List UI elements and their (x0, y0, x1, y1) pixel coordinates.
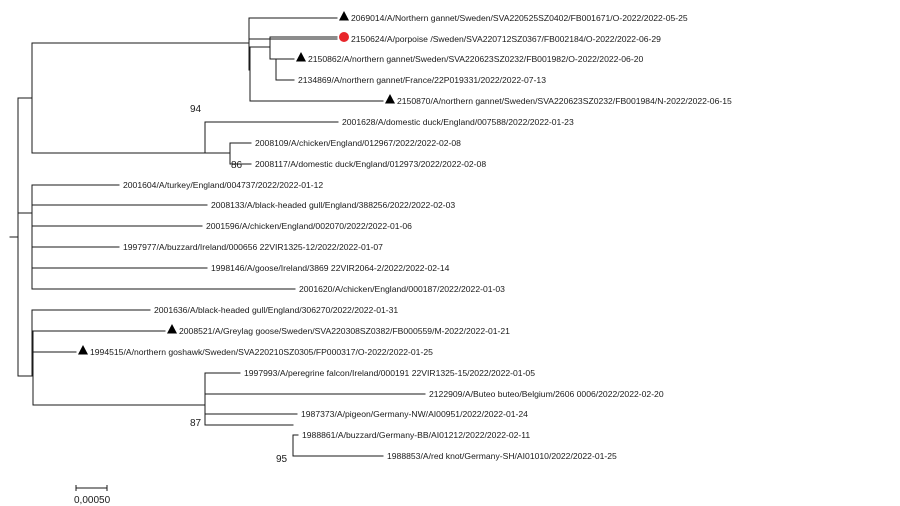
scale-bar-label: 0,00050 (74, 495, 111, 506)
triangle-marker-icon (385, 94, 395, 104)
leaf-label: 1987373/A/pigeon/Germany-NW/AI00951/2022… (301, 409, 528, 419)
triangle-marker-icon (296, 52, 306, 62)
triangle-marker-icon (167, 324, 177, 334)
leaf-label: 2150870/A/northern gannet/Sweden/SVA2206… (397, 96, 732, 106)
leaf-label: 1988861/A/buzzard/Germany-BB/AI01212/202… (302, 430, 530, 440)
leaf-markers (78, 11, 395, 355)
leaf-label: 1988853/A/red knot/Germany-SH/AI01010/20… (387, 451, 617, 461)
leaf-labels: 2069014/A/Northern gannet/Sweden/SVA2205… (90, 13, 732, 461)
bootstrap-support-label: 86 (231, 160, 243, 171)
leaf-label: 2001628/A/domestic duck/England/007588/2… (342, 117, 574, 127)
scale-bar: 0,00050 (74, 485, 111, 506)
leaf-label: 1997993/A/peregrine falcon/Ireland/00019… (244, 368, 535, 378)
support-labels: 94 86 87 95 (190, 104, 288, 465)
triangle-marker-icon (78, 345, 88, 355)
leaf-label: 2150624/A/porpoise /Sweden/SVA220712SZ03… (351, 34, 661, 44)
bootstrap-support-label: 87 (190, 418, 202, 429)
leaf-label: 2134869/A/northern gannet/France/22P0193… (298, 75, 546, 85)
leaf-label: 2001596/A/chicken/England/002070/2022/20… (206, 221, 412, 231)
leaf-label: 2069014/A/Northern gannet/Sweden/SVA2205… (351, 13, 688, 23)
circle-marker-icon (339, 32, 349, 42)
leaf-label: 2008109/A/chicken/England/012967/2022/20… (255, 138, 461, 148)
leaf-label: 2001620/A/chicken/England/000187/2022/20… (299, 284, 505, 294)
leaf-label: 1998146/A/goose/Ireland/3869 22VIR2064-2… (211, 263, 450, 273)
leaf-label: 2150862/A/northern gannet/Sweden/SVA2206… (308, 54, 643, 64)
leaf-label: 2008133/A/black-headed gull/England/3882… (211, 200, 455, 210)
leaf-label: 1997977/A/buzzard/Ireland/000656 22VIR13… (123, 242, 383, 252)
bootstrap-support-label: 94 (190, 104, 202, 115)
leaf-label: 2001636/A/black-headed gull/England/3062… (154, 305, 398, 315)
bootstrap-support-label: 95 (276, 454, 288, 465)
leaf-label: 2122909/A/Buteo buteo/Belgium/2606 0006/… (429, 389, 664, 399)
triangle-marker-icon (339, 11, 349, 21)
leaf-label: 2008117/A/domestic duck/England/012973/2… (255, 159, 486, 169)
tree-branches (9, 17, 426, 457)
leaf-label: 2001604/A/turkey/England/004737/2022/202… (123, 180, 323, 190)
leaf-label: 2008521/A/Greylag goose/Sweden/SVA220308… (179, 326, 510, 336)
leaf-label: 1994515/A/northern goshawk/Sweden/SVA220… (90, 347, 433, 357)
